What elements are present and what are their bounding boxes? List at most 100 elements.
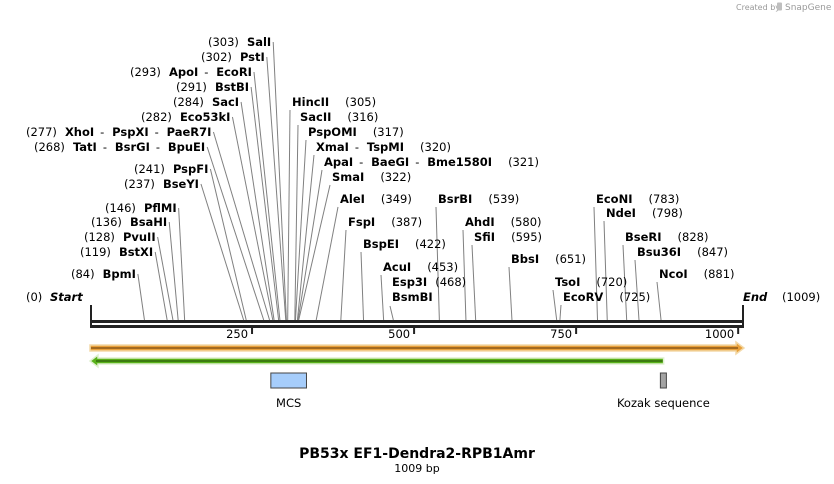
site-position: (595) — [511, 230, 542, 244]
site-leader-line — [154, 251, 168, 321]
feature-kozak-sequence[interactable] — [659, 372, 667, 389]
enzyme-name: PflMI — [144, 201, 177, 215]
site-bsrbi[interactable]: BsrBI(539) — [438, 192, 519, 206]
enzyme-name: PspOMI — [308, 125, 357, 139]
site-econi[interactable]: EcoNI(783) — [596, 192, 679, 206]
site-pspomi[interactable]: PspOMI(317) — [308, 125, 404, 139]
site-separator: - — [204, 65, 208, 79]
site-ahdi[interactable]: AhdI(580) — [465, 215, 542, 229]
site-sfii[interactable]: SfiI(595) — [474, 230, 542, 244]
site-position: (798) — [652, 206, 683, 220]
site-smai[interactable]: SmaI(322) — [332, 170, 411, 184]
start-end-mark — [90, 305, 92, 328]
site-leader-line — [240, 101, 275, 321]
site-fspi[interactable]: FspI(387) — [348, 215, 422, 229]
site-position: (277) — [26, 125, 57, 139]
site-position: (128) — [84, 230, 115, 244]
site-leader-line — [552, 289, 558, 321]
site-hincii[interactable]: HincII(305) — [292, 95, 376, 109]
site-psti[interactable]: (302)PstI — [201, 50, 265, 64]
site-esp3i[interactable]: Esp3I (468)BsmBI — [392, 275, 466, 304]
enzyme-name: BsmBI — [392, 290, 433, 304]
site-position: (468) — [435, 275, 466, 289]
enzyme-name: NdeI — [606, 206, 636, 220]
site-bbsi[interactable]: BbsI(651) — [511, 252, 586, 266]
enzyme-name: TatI — [73, 140, 97, 154]
feature-mcs[interactable] — [270, 372, 307, 389]
site-position: (241) — [134, 162, 165, 176]
site-position: (316) — [347, 110, 378, 124]
enzyme-name: EcoRV — [563, 290, 603, 304]
site-ndei[interactable]: NdeI (798) — [606, 206, 683, 220]
site-separator: - — [100, 125, 104, 139]
enzyme-name: Esp3I — [392, 275, 427, 289]
end-position: (1009) — [782, 290, 820, 304]
site-position: (146) — [105, 201, 136, 215]
site-saci[interactable]: (284)SacI — [173, 95, 239, 109]
site-bspei[interactable]: BspEI(422) — [363, 237, 446, 251]
enzyme-name: AhdI — [465, 215, 495, 229]
site-leader-line — [209, 168, 247, 321]
site-separator: - — [415, 155, 419, 169]
site-tati[interactable]: (268)TatI-BsrGI-BpuEI — [34, 140, 205, 154]
enzyme-name: PaeR7I — [167, 125, 212, 139]
site-leader-line — [137, 273, 145, 321]
site-position: (783) — [648, 192, 679, 206]
site-leader-line — [634, 259, 640, 321]
feature-label: Kozak sequence — [617, 396, 710, 410]
enzyme-name: BsrBI — [438, 192, 472, 206]
site-pspfi[interactable]: (241)PspFI — [134, 162, 208, 176]
site-eco53ki[interactable]: (282)Eco53kI — [141, 110, 230, 124]
ruler-tick — [413, 327, 416, 334]
enzyme-name: BstBI — [215, 80, 249, 94]
site-leader-line — [253, 71, 281, 321]
enzyme-name: BseRI — [625, 230, 662, 244]
site-bsu36i[interactable]: Bsu36I (847) — [637, 245, 728, 259]
site-bstxi[interactable]: (119)BstXI — [80, 245, 153, 259]
site-position: (349) — [381, 192, 412, 206]
site-leader-line — [297, 169, 323, 321]
enzyme-name: Bsu36I — [637, 245, 681, 259]
site-bseyi[interactable]: (237)BseYI — [124, 177, 199, 191]
site-leader-line — [200, 183, 245, 321]
enzyme-name: PstI — [240, 50, 265, 64]
site-sali[interactable]: (303)SalI — [208, 35, 271, 49]
site-leader-line — [593, 206, 599, 321]
site-position: (321) — [508, 155, 539, 169]
enzyme-name: EcoRI — [216, 65, 252, 79]
site-position: (237) — [124, 177, 155, 191]
enzyme-name: ApaI — [324, 155, 353, 169]
enzyme-name: SacII — [300, 110, 331, 124]
site-leader-line — [340, 229, 347, 321]
site-leader-line — [212, 131, 271, 321]
enzyme-name: ApoI — [169, 65, 198, 79]
site-position: (387) — [391, 215, 422, 229]
site-pvuii[interactable]: (128)PvuII — [84, 230, 156, 244]
site-bsahi[interactable]: (136)BsaHI — [91, 215, 167, 229]
site-pflmi[interactable]: (146) PflMI — [105, 201, 177, 215]
site-bpmi[interactable]: (84)BpmI — [71, 267, 136, 281]
site-sacii[interactable]: SacII (316) — [300, 110, 378, 124]
map-length: 1009 bp — [394, 462, 439, 475]
enzyme-name: TsoI — [555, 275, 580, 289]
site-alei[interactable]: AleI(349) — [340, 192, 412, 206]
site-xhoi[interactable]: (277)XhoI-PspXI-PaeR7I — [26, 125, 211, 139]
site-apai[interactable]: ApaI-BaeGI-Bme1580I(321) — [324, 155, 539, 169]
site-bseri[interactable]: BseRI(828) — [625, 230, 708, 244]
site-leader-line — [231, 116, 274, 321]
enzyme-name: BaeGI — [371, 155, 409, 169]
site-apoi[interactable]: (293)ApoI-EcoRI — [130, 65, 252, 79]
ruler-tick-label: 750 — [550, 327, 572, 341]
ruler-tick-label: 1000 — [705, 327, 734, 341]
site-acui[interactable]: AcuI(453) — [383, 260, 458, 274]
site-position: (847) — [697, 245, 728, 259]
site-ncoi[interactable]: NcoI(881) — [659, 267, 735, 281]
site-xmai[interactable]: XmaI-TspMI(320) — [316, 140, 451, 154]
enzyme-name: SalI — [247, 35, 271, 49]
enzyme-name: BpmI — [103, 267, 136, 281]
site-tsoi[interactable]: TsoI(720) — [555, 275, 627, 289]
site-ecorv[interactable]: EcoRV(725) — [563, 290, 650, 304]
site-bstbi[interactable]: (291)BstBI — [176, 80, 249, 94]
enzyme-name: BsaHI — [130, 215, 167, 229]
